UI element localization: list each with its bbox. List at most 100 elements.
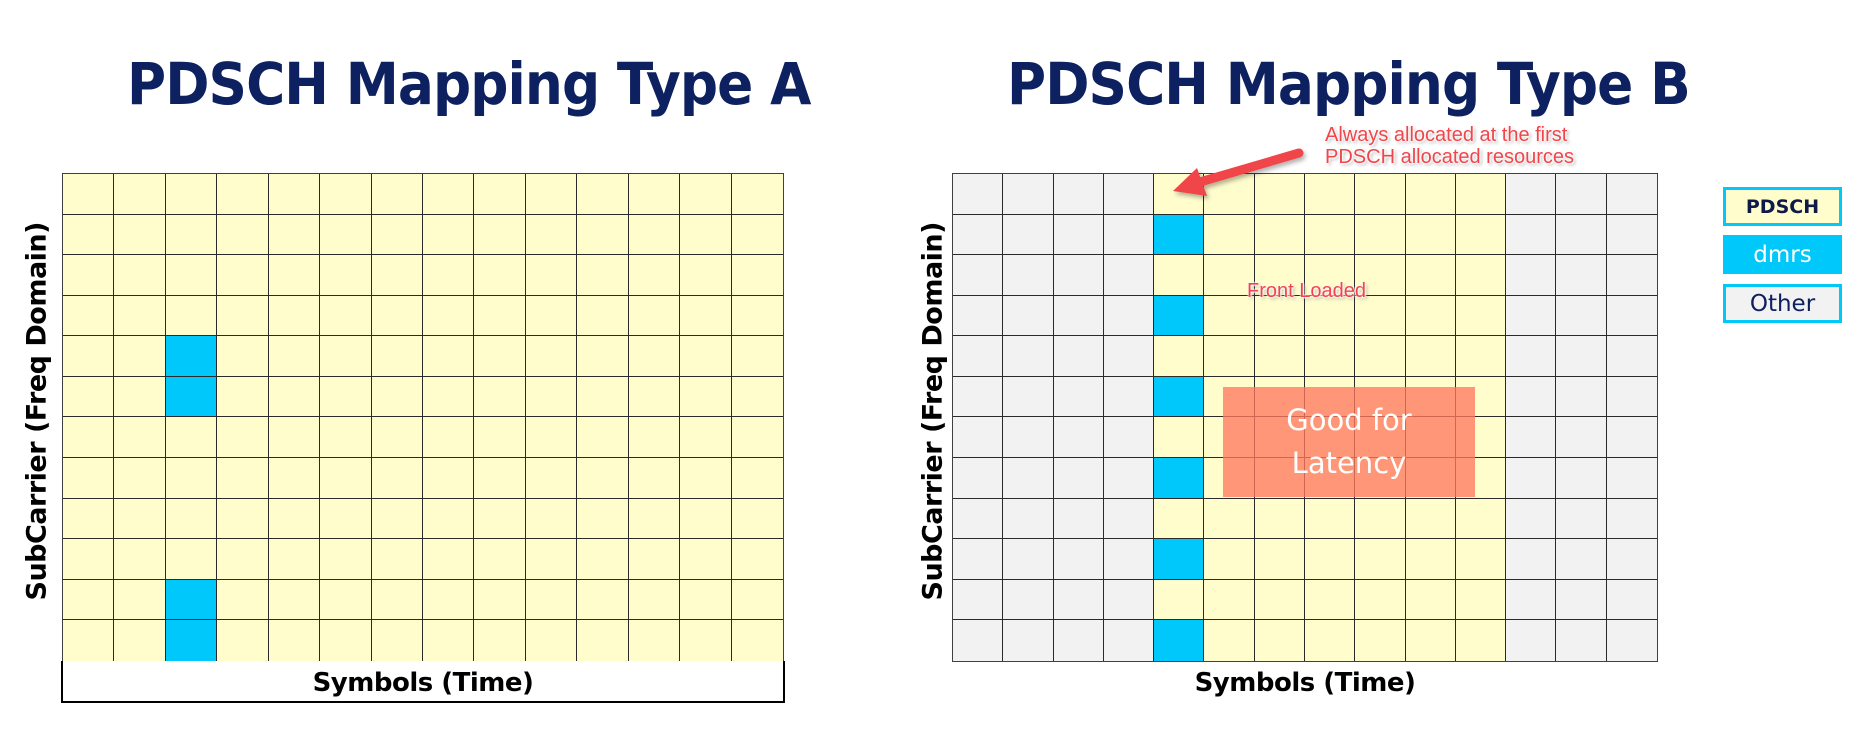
pdsch-cell [371,174,423,215]
pdsch-cell [628,498,681,540]
pdsch-cell [371,295,423,337]
pdsch-cell [680,255,732,296]
pdsch-cell [217,458,269,499]
pdsch-cell [1254,620,1305,661]
pdsch-cell [731,376,783,418]
pdsch-cell [628,458,681,499]
pdsch-cell [63,417,115,459]
dmrs-cell [1154,539,1205,580]
pdsch-cell [680,579,732,621]
other-cell [1506,376,1557,418]
pdsch-cell [474,174,526,215]
pdsch-cell [1455,539,1507,580]
title-type-a: PDSCH Mapping Type A [127,50,811,118]
pdsch-cell [680,539,732,580]
pdsch-cell [320,579,372,621]
pdsch-cell [371,539,423,580]
other-cell [1053,417,1104,459]
pdsch-cell [1355,498,1406,540]
other-cell [1606,498,1657,540]
pdsch-cell [1405,620,1456,661]
pdsch-cell [731,579,783,621]
pdsch-cell [268,376,321,418]
pdsch-cell [1405,336,1456,377]
pdsch-cell [474,539,526,580]
pdsch-cell [474,295,526,337]
pdsch-cell [114,336,166,377]
pdsch-cell [422,620,475,661]
pdsch-cell [1355,336,1406,377]
pdsch-cell [371,255,423,296]
other-cell [1556,255,1607,296]
pdsch-cell [371,214,423,256]
xlabel-type-a: Symbols (Time) [312,668,534,698]
other-cell [953,417,1004,459]
other-cell [1606,174,1657,215]
pdsch-cell [320,295,372,337]
other-cell [1506,336,1557,377]
other-cell [953,539,1004,580]
other-cell [1506,458,1557,499]
pdsch-cell [114,214,166,256]
pdsch-cell [165,417,218,459]
pdsch-cell [320,458,372,499]
legend-other: Other [1723,284,1842,323]
pdsch-cell [1304,498,1356,540]
pdsch-cell [680,417,732,459]
pdsch-cell [680,376,732,418]
other-cell [953,458,1004,499]
pdsch-cell [731,255,783,296]
pdsch-cell [63,579,115,621]
pdsch-cell [320,174,372,215]
pdsch-cell [1304,620,1356,661]
other-cell [1506,255,1557,296]
pdsch-cell [217,417,269,459]
pdsch-cell [474,336,526,377]
pdsch-cell [371,458,423,499]
pdsch-cell [1204,620,1255,661]
pdsch-cell [268,214,321,256]
other-cell [1556,458,1607,499]
pdsch-cell [1405,539,1456,580]
pdsch-cell [320,336,372,377]
pdsch-cell [422,214,475,256]
other-cell [953,376,1004,418]
legend-other-label: Other [1749,290,1816,317]
pdsch-cell [371,417,423,459]
pdsch-cell [63,498,115,540]
pdsch-cell [422,498,475,540]
other-cell [1556,498,1607,540]
other-cell [953,336,1004,377]
pdsch-cell [525,579,578,621]
pdsch-cell [217,620,269,661]
other-cell [1103,458,1155,499]
other-cell [1003,255,1054,296]
dmrs-cell [1154,295,1205,337]
other-cell [1103,214,1155,256]
pdsch-cell [1455,579,1507,621]
other-cell [953,255,1004,296]
pdsch-cell [114,620,166,661]
pdsch-cell [577,214,629,256]
pdsch-cell [114,255,166,296]
other-cell [1053,214,1104,256]
pdsch-cell [320,376,372,418]
pdsch-cell [268,539,321,580]
pdsch-cell [320,214,372,256]
other-cell [1556,539,1607,580]
pdsch-cell [114,417,166,459]
pdsch-cell [680,174,732,215]
pdsch-cell [628,174,681,215]
pdsch-cell [525,458,578,499]
other-cell [1003,539,1054,580]
pdsch-cell [1304,255,1356,296]
pdsch-cell [1455,498,1507,540]
pdsch-cell [731,336,783,377]
other-cell [953,620,1004,661]
pdsch-cell [577,620,629,661]
resource-grid-type-a [62,173,784,662]
annotation-line-1: Always allocated at the first [1325,124,1568,146]
pdsch-cell [217,255,269,296]
other-cell [1003,376,1054,418]
pdsch-cell [371,579,423,621]
